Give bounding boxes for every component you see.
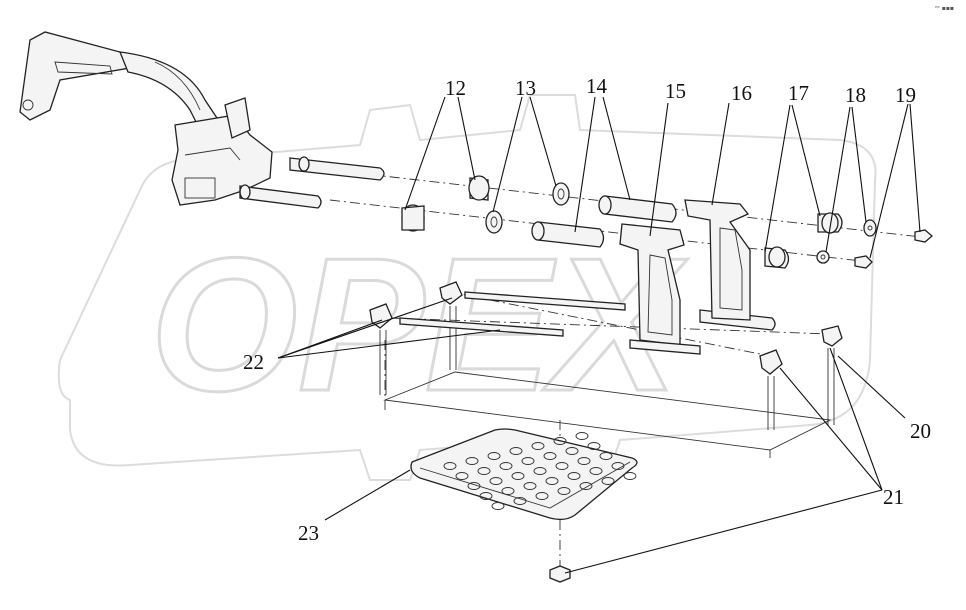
tread-hole [545,477,559,485]
part-21-hangers [369,281,843,430]
part-17-rollers [764,212,843,269]
part-14-shafts [531,195,677,248]
callout-17: 17 [788,81,809,105]
tread-hole [611,462,625,470]
tread-hole [467,482,481,490]
tread-hole [443,462,457,470]
tread-plate-holes [443,432,637,510]
tread-hole [543,452,557,460]
tread-hole [553,437,567,445]
callout-20: 20 [910,419,931,443]
part-12-bushings [401,175,490,232]
callout-22: 22 [243,350,264,374]
callout-labels: 12 13 14 15 16 17 18 19 20 21 22 23 [243,74,931,545]
tread-hole [623,472,637,480]
tread-hole [455,472,469,480]
tread-hole [501,487,515,495]
tread-hole [555,462,569,470]
tread-hole [477,467,491,475]
corner-mark: ⁿᵉ ▪▪▪ [935,5,954,12]
tread-hole [601,477,615,485]
tread-hole [567,472,581,480]
callout-18: 18 [845,83,866,107]
callout-12: 12 [445,76,466,100]
callout-23: 23 [298,521,319,545]
tread-hole [535,492,549,500]
tread-hole [499,462,513,470]
callout-16: 16 [731,81,752,105]
part-23-tread-plate [410,428,638,521]
tread-hole [557,487,571,495]
tread-hole [513,497,527,505]
leader-lines [277,96,921,574]
callout-13: 13 [515,76,536,100]
step-bracket-arm [19,31,273,206]
tread-hole [465,457,479,465]
tread-hole [487,452,501,460]
part-16-lever [684,199,751,321]
tread-hole [533,467,547,475]
part-22-rods [399,291,701,355]
bottom-nut [549,565,571,583]
tread-hole [479,492,493,500]
tread-hole [589,467,603,475]
tread-hole [489,477,503,485]
callout-15: 15 [665,79,686,103]
tread-hole [587,442,601,450]
tread-hole [577,457,591,465]
step-frame-outline [383,371,832,458]
tread-hole [523,482,537,490]
part-19-bolts [854,229,933,269]
tread-hole [579,482,593,490]
tread-hole [599,452,613,460]
part-18-washers [816,219,877,264]
tread-hole [491,502,505,510]
tread-hole [575,432,589,440]
part-13-washers [485,182,570,234]
tread-hole [565,447,579,455]
callout-14: 14 [586,74,608,98]
tread-hole [509,447,523,455]
tread-hole [521,457,535,465]
bracket-pins [239,156,385,209]
callout-19: 19 [895,83,916,107]
tread-hole [531,442,545,450]
tread-hole [511,472,525,480]
callout-21: 21 [883,485,904,509]
